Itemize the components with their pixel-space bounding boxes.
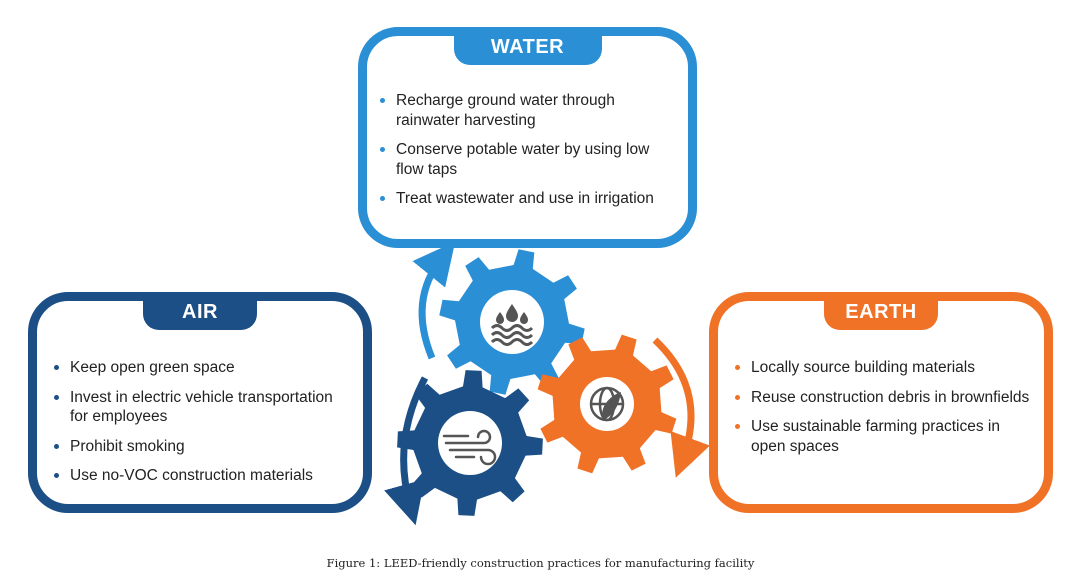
list-item: Treat wastewater and use in irrigation [380,189,680,209]
bullet-dot [735,394,740,400]
water-title: WATER [453,27,602,65]
list-item: Use no-VOC construction materials [54,466,354,486]
list-item: Conserve potable water by using low flow… [380,140,680,179]
bullet-dot [54,473,59,478]
bullet-dot [380,98,385,103]
water-item-text: Treat wastewater and use in irrigation [396,190,654,207]
earth-title: EARTH [824,292,938,330]
list-item: Locally source building materials [735,358,1035,378]
bullet-dot [54,443,59,449]
bullet-dot [735,365,740,370]
water-item-text: Conserve potable water by using low flow… [396,141,650,178]
bullet-dot [54,394,59,400]
air-title: AIR [143,292,257,330]
earth-item-text: Locally source building materials [751,359,976,376]
earth-list: Locally source building materials Reuse … [735,358,1035,466]
air-item-text: Keep open green space [70,359,235,376]
wind-icon [442,429,497,466]
air-item-text: Prohibit smoking [70,437,185,455]
list-item: Use sustainable farming practices in ope… [735,417,1035,456]
bullet-dot [380,196,385,201]
list-item: Recharge ground water through rainwater … [380,91,680,130]
list-item: Invest in electric vehicle transportatio… [54,388,354,427]
water-item-text: Recharge ground water through rainwater … [396,92,615,129]
bullet-dot [735,424,740,429]
bullet-dot [380,147,385,152]
water-list: Recharge ground water through rainwater … [380,91,680,219]
bullet-dot [54,365,59,370]
air-box: AIR Keep open green space Invest in elec… [28,292,372,513]
earth-cycle-arrow [652,337,710,478]
list-item: Reuse construction debris in brownfields [735,388,1035,408]
list-item: Keep open green space [54,358,354,378]
water-drops-waves-icon [490,304,534,346]
globe-leaf-icon [589,386,625,422]
water-box: WATER Recharge ground water through rain… [358,27,697,248]
earth-item-text: Use sustainable farming practices in ope… [751,418,1000,455]
list-item: Prohibit smoking [54,437,354,457]
figure-caption: Figure 1: LEED-friendly construction pra… [326,556,755,570]
water-cycle-arrow [412,241,456,360]
air-item-text: Invest in electric vehicle transportatio… [70,388,333,426]
air-item-text: Use no-VOC construction materials [70,467,313,484]
earth-item-text: Reuse construction debris in brownfields [751,388,1030,406]
earth-box: EARTH Locally source building materials … [709,292,1053,513]
air-list: Keep open green space Invest in electric… [54,358,354,496]
